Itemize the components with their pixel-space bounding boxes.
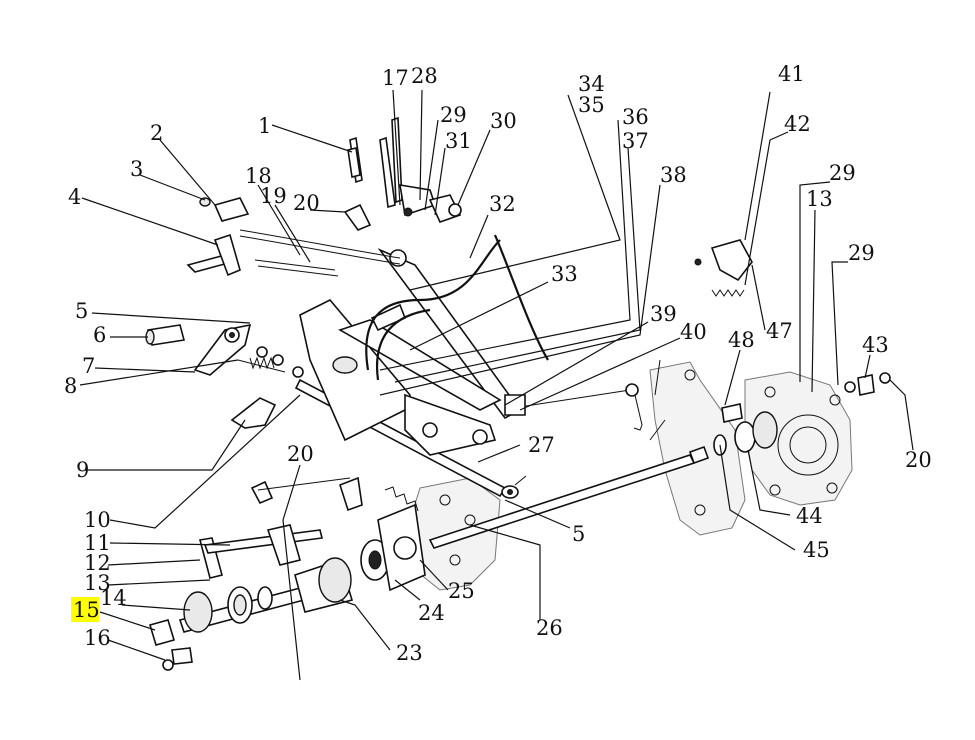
callout-12: 12: [84, 551, 111, 575]
callout-45: 45: [803, 538, 830, 562]
callout-29-right-a: 29: [829, 161, 856, 185]
pin-48: [721, 403, 743, 423]
washer-43: [844, 372, 891, 396]
top-lever-group: [343, 116, 462, 231]
callout-33: 33: [551, 262, 578, 286]
callout-7: 7: [82, 354, 95, 378]
callout-42: 42: [784, 112, 811, 136]
lever-7: [193, 323, 252, 376]
callout-41: 41: [778, 62, 805, 86]
callout-14: 14: [100, 586, 127, 610]
callout-8: 8: [64, 374, 77, 398]
callout-4: 4: [68, 185, 81, 209]
callout-5-right: 5: [572, 522, 585, 546]
spring-8: [237, 346, 304, 378]
selector-fork-lower: [199, 476, 363, 579]
callout-labels: 1 2 3 4 5 5 6 7 8 9 10 11 12 13 13 14 15…: [64, 62, 932, 665]
callout-10: 10: [84, 508, 111, 532]
callout-27: 27: [528, 433, 555, 457]
callout-43: 43: [862, 333, 889, 357]
callout-29-right-b: 29: [848, 241, 875, 265]
callout-44: 44: [796, 504, 823, 528]
callout-47: 47: [766, 319, 793, 343]
callout-48: 48: [728, 328, 755, 352]
callout-34: 34: [578, 72, 605, 96]
callout-26: 26: [536, 616, 563, 640]
callout-16: 16: [84, 626, 111, 650]
callout-20-top: 20: [293, 191, 320, 215]
callout-3: 3: [130, 157, 143, 181]
callout-30: 30: [490, 109, 517, 133]
callout-5-left: 5: [75, 299, 88, 323]
pin-1: [347, 147, 361, 178]
callout-6: 6: [93, 323, 106, 347]
callout-25: 25: [448, 579, 475, 603]
bracket-41: [694, 239, 753, 282]
callout-40: 40: [680, 320, 707, 344]
callout-20-right: 20: [905, 448, 932, 472]
callout-19: 19: [260, 184, 287, 208]
callout-39: 39: [650, 302, 677, 326]
gear-44: [713, 411, 778, 456]
callout-37: 37: [622, 129, 649, 153]
callout-32: 32: [489, 192, 516, 216]
callout-15: 15: [73, 598, 100, 622]
callout-28: 28: [411, 64, 438, 88]
callout-31: 31: [445, 129, 472, 153]
callout-35: 35: [578, 93, 605, 117]
callout-36: 36: [622, 105, 649, 129]
callout-13-left: 13: [84, 571, 111, 595]
callout-29-top: 29: [440, 103, 467, 127]
callout-24: 24: [418, 601, 445, 625]
callout-11: 11: [84, 531, 111, 555]
callout-2: 2: [150, 121, 163, 145]
callout-13-right: 13: [806, 187, 833, 211]
output-shaft-assembly: [148, 486, 426, 671]
sleeve-6: [145, 324, 186, 346]
callout-18: 18: [245, 164, 272, 188]
control-cables: [365, 234, 549, 381]
bracket-9: [230, 397, 277, 429]
gearbox-housing-center: [649, 359, 746, 536]
spring-42: [711, 289, 745, 297]
callout-17: 17: [382, 66, 409, 90]
highlight-box: [71, 597, 99, 622]
pin-2-3: [199, 197, 250, 222]
callout-38: 38: [660, 163, 687, 187]
left-lever-and-rod: [186, 229, 401, 277]
shift-bracket-assembly: [299, 248, 526, 456]
callout-20-mid: 20: [287, 442, 314, 466]
callout-9: 9: [76, 458, 89, 482]
callout-1: 1: [258, 114, 271, 138]
callout-23: 23: [396, 641, 423, 665]
leader-lines: [79, 89, 914, 681]
main-shaft: [428, 445, 710, 549]
